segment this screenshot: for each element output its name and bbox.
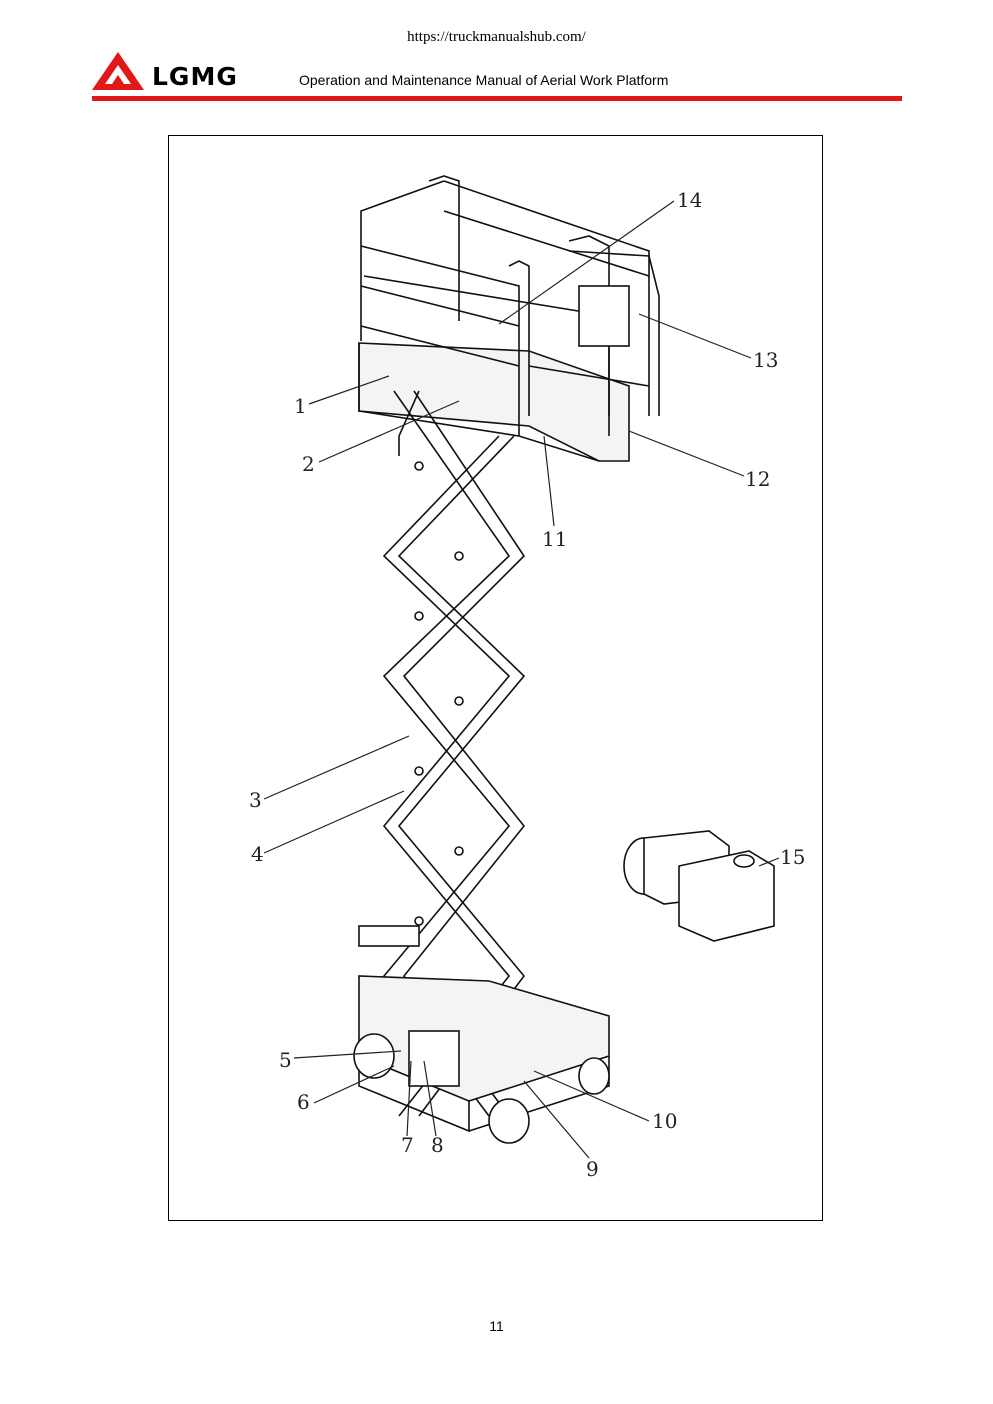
callout-15: 15 [780,845,805,869]
callout-3: 3 [249,788,262,812]
callout-6: 6 [297,1090,310,1114]
figure-frame: 1 2 3 4 5 6 7 8 9 10 11 12 13 14 15 [168,135,823,1221]
callout-5: 5 [279,1048,292,1072]
callout-11: 11 [542,527,567,551]
rear-wheel [578,1057,610,1095]
callout-14: 14 [677,188,702,212]
callout-7: 7 [401,1133,414,1157]
guardrail-back [443,180,650,416]
callout-8: 8 [431,1133,444,1157]
callout-9: 9 [586,1157,599,1181]
entry-ladder [358,925,420,947]
callout-12: 12 [745,467,770,491]
callout-1: 1 [294,394,307,418]
page-number: 11 [489,1318,504,1334]
front-left-wheel [353,1033,395,1079]
manual-title: Operation and Maintenance Manual of Aeri… [299,72,669,88]
brand-wordmark: LGMG [152,62,238,91]
front-right-wheel [488,1098,530,1144]
guardrail-left [360,180,445,341]
callout-2: 2 [302,452,315,476]
hydraulic-power-unit [623,830,775,942]
guardrail-front [360,245,520,436]
ground-control-panel [408,1030,460,1087]
base-chassis [358,975,610,1102]
platform-deck [358,342,630,462]
scissor-lift-diagram: 1 2 3 4 5 6 7 8 9 10 11 12 13 14 15 [249,175,805,1181]
lgmg-logo-icon [92,52,144,90]
header-divider [92,96,902,101]
control-box [578,285,630,347]
source-url[interactable]: https://truckmanualshub.com/ [407,29,586,45]
callout-13: 13 [753,348,778,372]
callout-4: 4 [251,842,264,866]
callout-10: 10 [652,1109,677,1133]
platform-deck-edge [358,343,600,462]
